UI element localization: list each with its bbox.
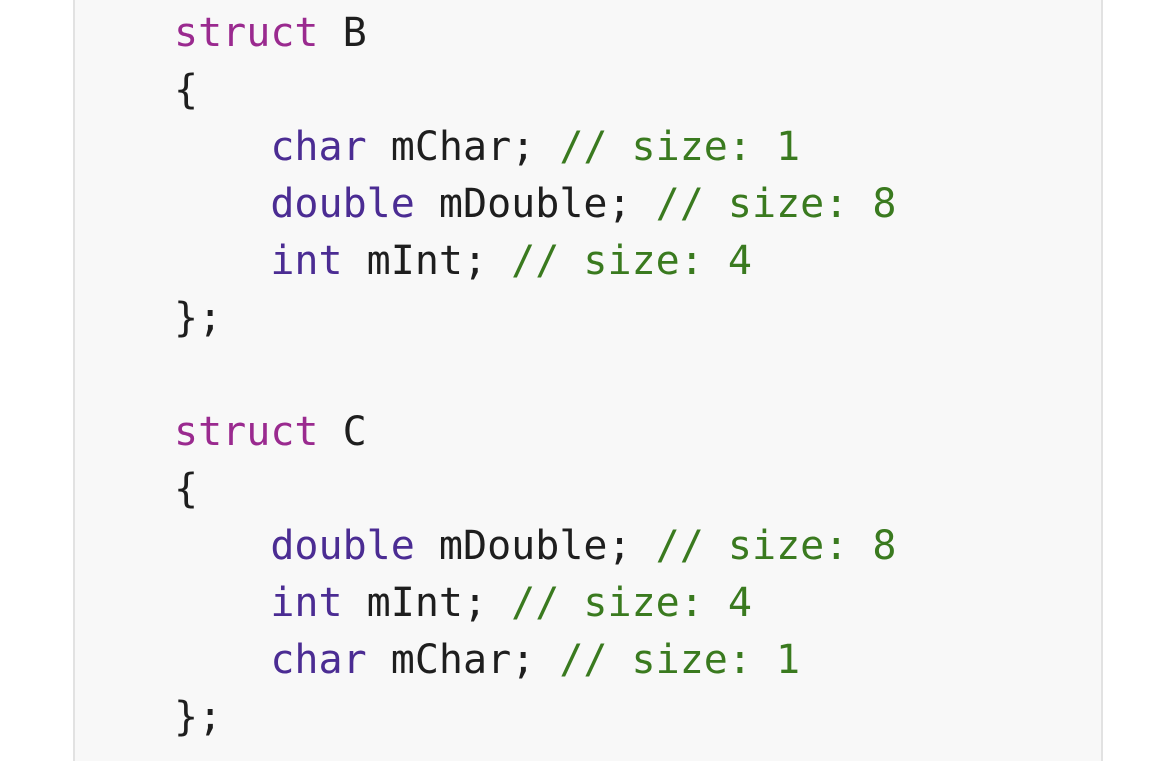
code-text: {: [174, 466, 199, 512]
code-comment: // size: 8: [655, 523, 897, 569]
code-text: mDouble;: [414, 523, 656, 569]
code-line: [174, 347, 896, 404]
code-keyword: struct: [174, 10, 319, 56]
code-text: };: [174, 295, 223, 341]
code-indent: [174, 523, 270, 569]
code-keyword: int: [270, 580, 343, 626]
code-line: struct C: [174, 404, 896, 461]
code-text: mDouble;: [414, 181, 656, 227]
code-comment: // size: 4: [511, 580, 752, 626]
code-keyword: char: [270, 124, 367, 170]
code-text: mInt;: [342, 580, 512, 626]
code-text: };: [174, 694, 223, 740]
code-text: mChar;: [366, 637, 560, 683]
code-indent: [174, 238, 270, 284]
code-line: struct B: [174, 5, 896, 62]
code-indent: [174, 124, 270, 170]
code-keyword: char: [270, 637, 367, 683]
code-comment: // size: 1: [559, 637, 801, 683]
code-text: mChar;: [366, 124, 560, 170]
code-block: struct B { char mChar; // size: 1 double …: [73, 0, 1103, 761]
code-line: };: [174, 290, 896, 347]
code-indent: [174, 637, 270, 683]
code-comment: // size: 4: [511, 238, 752, 284]
code-keyword: int: [270, 238, 343, 284]
code-keyword: double: [270, 181, 415, 227]
code-text: mInt;: [342, 238, 512, 284]
code-text: {: [174, 67, 199, 113]
code-line: char mChar; // size: 1: [174, 119, 896, 176]
code-indent: [174, 181, 270, 227]
code-listing: struct B { char mChar; // size: 1 double …: [174, 5, 896, 746]
code-line: {: [174, 62, 896, 119]
code-comment: // size: 8: [655, 181, 897, 227]
code-comment: // size: 1: [559, 124, 801, 170]
code-text: B: [318, 10, 367, 56]
code-line: int mInt; // size: 4: [174, 575, 896, 632]
code-keyword: double: [270, 523, 415, 569]
code-line: {: [174, 461, 896, 518]
code-line: double mDouble; // size: 8: [174, 176, 896, 233]
code-text: C: [318, 409, 367, 455]
code-line: };: [174, 689, 896, 746]
code-line: int mInt; // size: 4: [174, 233, 896, 290]
code-indent: [174, 580, 270, 626]
code-line: double mDouble; // size: 8: [174, 518, 896, 575]
code-keyword: struct: [174, 409, 319, 455]
code-line: char mChar; // size: 1: [174, 632, 896, 689]
